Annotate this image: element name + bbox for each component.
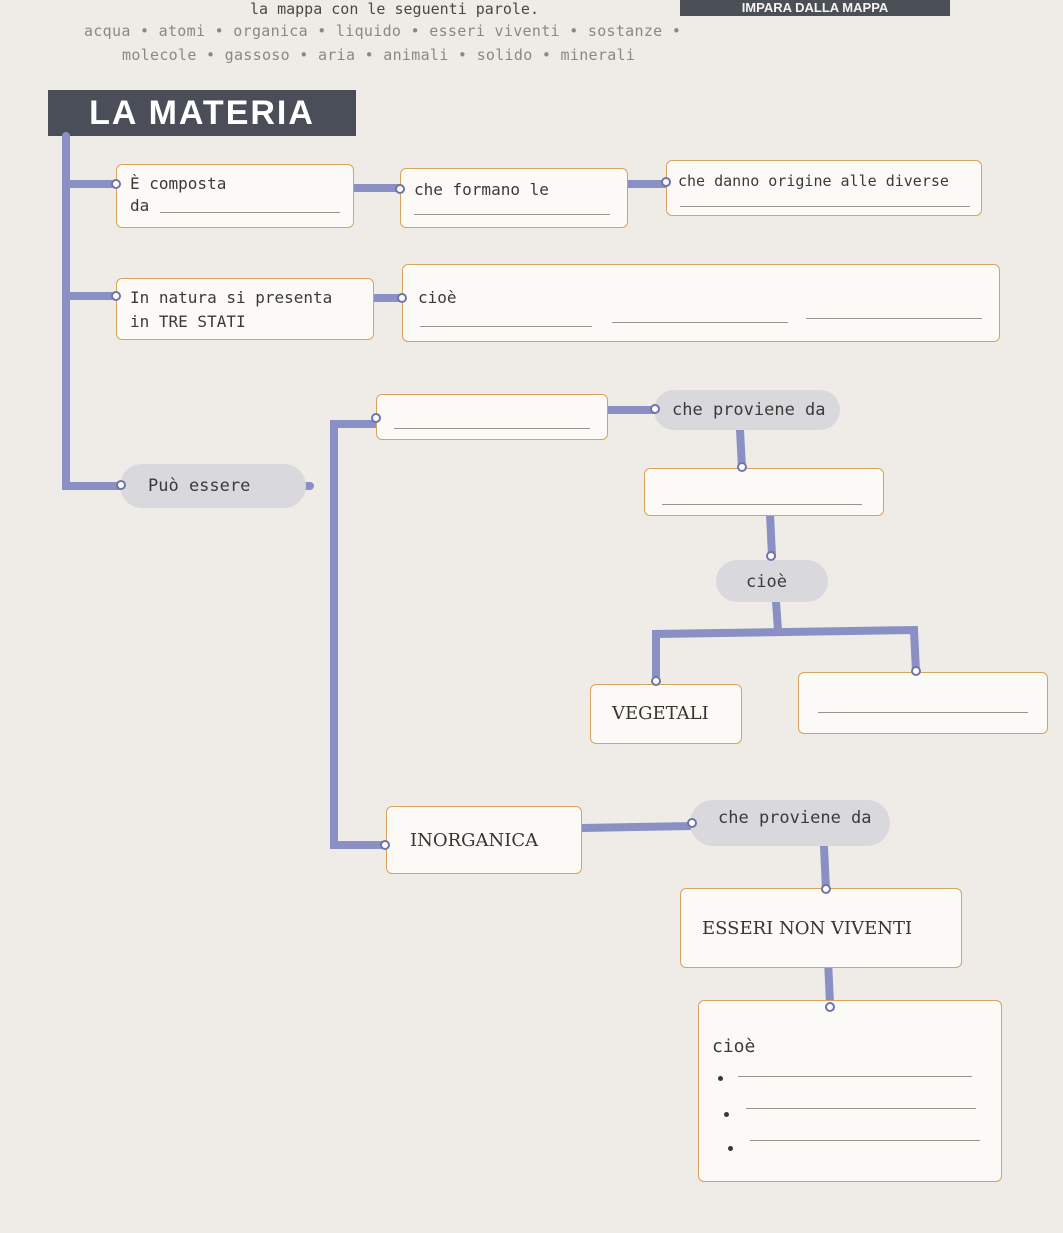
proviene-pill-1: [654, 390, 840, 430]
connector-dot: [766, 551, 776, 561]
animali-blank-box: [798, 672, 1048, 734]
word-bank-line-2: molecole • gassoso • aria • animali • so…: [122, 46, 636, 64]
vegetali-label: VEGETALI: [612, 703, 709, 724]
connector-dot: [651, 676, 661, 686]
connector-dot: [825, 1002, 835, 1012]
formano-blank[interactable]: [414, 214, 610, 215]
cioe-stati-label: cioè: [418, 288, 457, 307]
connector-dot: [687, 818, 697, 828]
formano-box: [400, 168, 628, 228]
proviene-pill-2: [690, 800, 890, 846]
puo-essere-pill: [120, 464, 306, 508]
composta-box: [116, 164, 354, 228]
bullet: [718, 1076, 723, 1081]
minerali-blank-2[interactable]: [746, 1108, 976, 1109]
bullet: [728, 1146, 733, 1151]
composta-da-label: da: [130, 196, 150, 215]
composta-label: È composta: [130, 174, 227, 193]
organica-blank-box: [376, 394, 608, 440]
connector-dot: [371, 413, 381, 423]
stati-box: [402, 264, 1000, 342]
tre-stati-label: in TRE STATI: [130, 312, 246, 331]
connector-dot: [380, 840, 390, 850]
corner-label: IMPARA DALLA MAPPA: [680, 0, 950, 16]
inorganica-label: INORGANICA: [410, 830, 539, 851]
connector-dot: [397, 293, 407, 303]
cioe-label-2: cioè: [746, 572, 787, 592]
cioe-label-3: cioè: [712, 1036, 756, 1057]
connector-dot: [111, 291, 121, 301]
puo-essere-label: Può essere: [148, 476, 251, 496]
cioe-pill-2: [716, 560, 828, 602]
instruction-text: la mappa con le seguenti parole.: [250, 0, 539, 18]
proviene-label-1: che proviene da: [672, 400, 826, 420]
minerali-blank-1[interactable]: [738, 1076, 972, 1077]
connector-dot: [111, 179, 121, 189]
stato-blank-2[interactable]: [612, 322, 788, 323]
stato-blank-1[interactable]: [420, 326, 592, 327]
vegetali-box: [590, 684, 742, 744]
word-bank-line-1: acqua • atomi • organica • liquido • ess…: [84, 22, 682, 40]
stato-blank-3[interactable]: [806, 318, 982, 319]
organica-blank[interactable]: [394, 428, 590, 429]
animali-blank[interactable]: [818, 712, 1028, 713]
natura-label: In natura si presenta: [130, 288, 333, 307]
connector-dot: [395, 184, 405, 194]
proviene-label-2: che proviene da: [718, 808, 872, 828]
connector-dot: [737, 462, 747, 472]
viventi-blank[interactable]: [662, 504, 862, 505]
formano-label: che formano le: [414, 180, 549, 199]
composta-blank[interactable]: [160, 212, 340, 213]
minerali-box: [698, 1000, 1002, 1182]
viventi-blank-box: [644, 468, 884, 516]
origine-label: che danno origine alle diverse: [678, 172, 949, 190]
connector-dot: [116, 480, 126, 490]
non-viventi-box: [680, 888, 962, 968]
connector-dot: [821, 884, 831, 894]
non-viventi-label: ESSERI NON VIVENTI: [702, 918, 913, 939]
connector-dot: [661, 177, 671, 187]
minerali-blank-3[interactable]: [750, 1140, 980, 1141]
connector-dot: [650, 404, 660, 414]
inorganica-box: [386, 806, 582, 874]
connector-dot: [911, 666, 921, 676]
origine-blank[interactable]: [680, 206, 970, 207]
page-title: LA MATERIA: [48, 90, 356, 136]
bullet: [724, 1112, 729, 1117]
natura-box: [116, 278, 374, 340]
